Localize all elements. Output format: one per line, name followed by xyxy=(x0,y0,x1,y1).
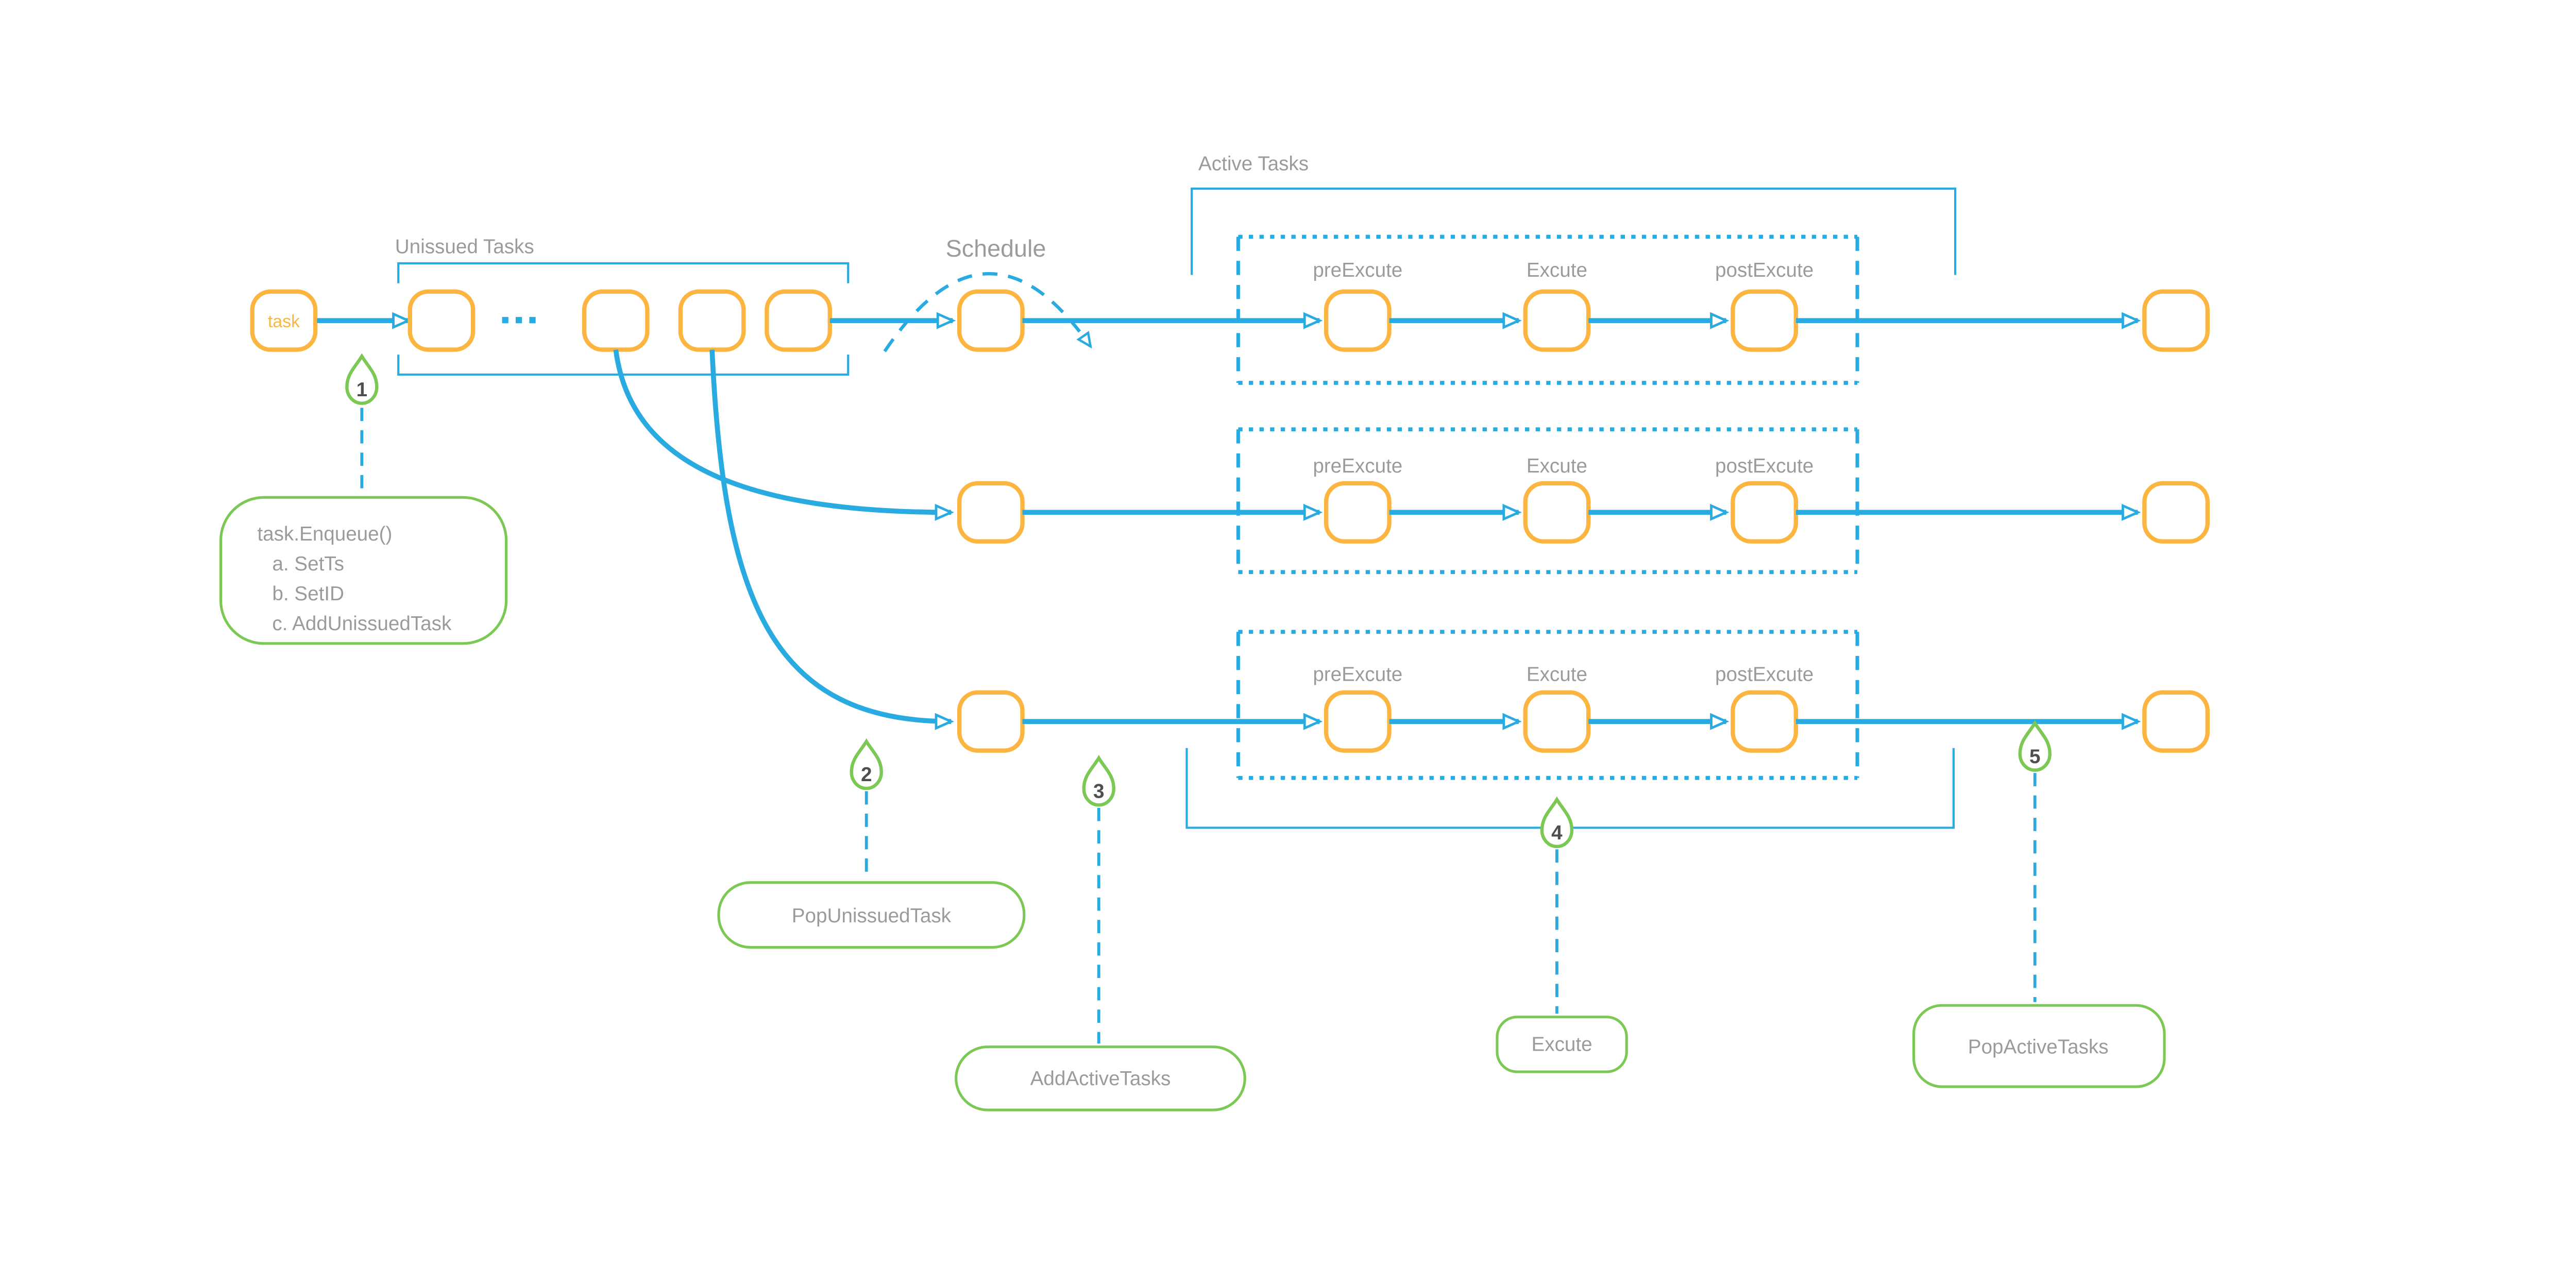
done-node xyxy=(2142,481,2210,544)
enqueue-line-4: c. AddUnissuedTask xyxy=(272,613,452,635)
scheduled-node xyxy=(957,289,1025,352)
schedule-label: Schedule xyxy=(946,235,1046,262)
excute-label: Excute xyxy=(1527,663,1587,685)
task-source: task xyxy=(250,289,409,352)
postexcute-node xyxy=(1731,690,1799,753)
add-active-label: AddActiveTasks xyxy=(1030,1068,1171,1090)
unissued-queue: Unissued Tasks xyxy=(395,236,953,376)
active-tasks-label: Active Tasks xyxy=(1198,153,1309,175)
pop-curve-row3 xyxy=(709,349,951,722)
task-node-label: task xyxy=(268,312,300,331)
unissued-bracket-bottom xyxy=(397,355,850,376)
unissued-tasks-label: Unissued Tasks xyxy=(395,236,534,258)
preexcute-node xyxy=(1324,289,1392,352)
done-node xyxy=(2142,690,2210,753)
postexcute-label: postExcute xyxy=(1715,663,1814,685)
pop-unissued-bubble xyxy=(717,881,1026,949)
annotation-pop-active: PopActiveTasks xyxy=(1912,1004,2166,1088)
queue-node xyxy=(678,289,746,352)
add-active-bubble xyxy=(955,1045,1246,1111)
excute-annotation-label: Excute xyxy=(1532,1034,1592,1056)
step-markers: 1 2 3 4 5 xyxy=(347,356,2049,1044)
worker-row-3: preExcute Excute postExcute xyxy=(957,630,2210,780)
postexcute-label: postExcute xyxy=(1715,259,1814,281)
excute-bubble xyxy=(1496,1016,1628,1073)
queue-node xyxy=(765,289,833,352)
marker-3-number: 3 xyxy=(1093,780,1105,802)
postexcute-label: postExcute xyxy=(1715,455,1814,477)
pop-unissued-label: PopUnissuedTask xyxy=(792,905,952,927)
postexcute-node xyxy=(1731,481,1799,544)
worker-row-1: preExcute Excute postExcute xyxy=(957,234,2210,385)
annotation-excute: Excute xyxy=(1496,1016,1628,1073)
annotation-add-active: AddActiveTasks xyxy=(955,1045,1246,1111)
excute-label: Excute xyxy=(1527,455,1587,477)
worker-row-2: preExcute Excute postExcute xyxy=(957,427,2210,575)
queue-node xyxy=(582,289,650,352)
excute-label: Excute xyxy=(1527,259,1587,281)
pop-curve-row2 xyxy=(613,349,951,513)
marker-4-number: 4 xyxy=(1551,822,1563,844)
done-node xyxy=(2142,289,2210,352)
marker-5-number: 5 xyxy=(2029,746,2041,768)
annotation-enqueue: task.Enqueue() a. SetTs b. SetID c. AddU… xyxy=(219,496,508,645)
ellipsis-dot xyxy=(515,317,522,324)
schedule-annotation: Schedule xyxy=(883,235,1090,352)
preexcute-node xyxy=(1324,690,1392,753)
schedule-arc-arrow xyxy=(883,272,1090,352)
unissued-bracket-top xyxy=(397,262,850,283)
enqueue-bubble xyxy=(219,496,508,645)
ellipsis-dot xyxy=(502,317,509,324)
preexcute-label: preExcute xyxy=(1313,259,1402,281)
pop-active-label: PopActiveTasks xyxy=(1968,1036,2109,1058)
queue-node xyxy=(408,289,476,352)
preexcute-label: preExcute xyxy=(1313,455,1402,477)
enqueue-line-2: a. SetTs xyxy=(272,553,344,575)
marker-1-number: 1 xyxy=(357,379,368,401)
active-bracket-top xyxy=(1191,188,1957,275)
excute-node xyxy=(1523,481,1591,544)
annotation-pop-unissued: PopUnissuedTask xyxy=(717,881,1026,949)
enqueue-line-3: b. SetID xyxy=(272,583,344,605)
scheduled-node xyxy=(957,481,1025,544)
pop-active-bubble xyxy=(1912,1004,2166,1088)
postexcute-node xyxy=(1731,289,1799,352)
preexcute-label: preExcute xyxy=(1313,663,1402,685)
preexcute-node xyxy=(1324,481,1392,544)
excute-node xyxy=(1523,690,1591,753)
ellipsis-dot xyxy=(529,317,536,324)
task-node xyxy=(250,289,318,352)
excute-node xyxy=(1523,289,1591,352)
enqueue-line-1: task.Enqueue() xyxy=(257,523,392,545)
scheduled-node xyxy=(957,690,1025,753)
active-bracket-bottom xyxy=(1185,748,1955,829)
marker-2-number: 2 xyxy=(861,764,872,786)
